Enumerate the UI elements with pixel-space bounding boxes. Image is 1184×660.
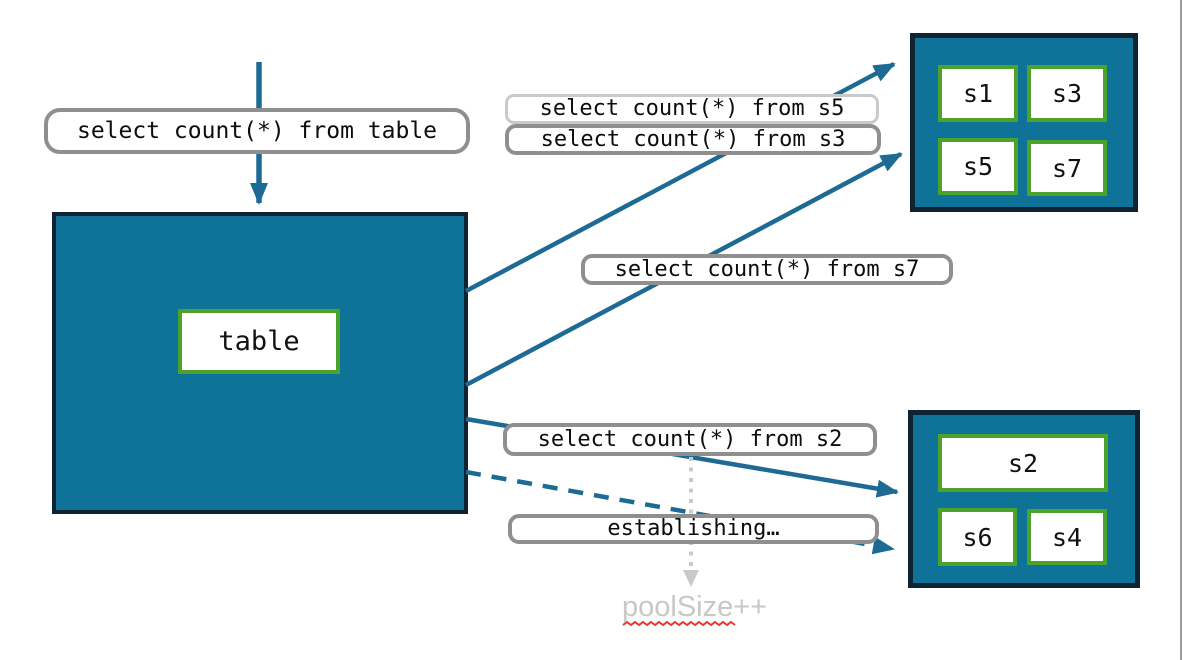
query-text: select count(*) from table: [76, 117, 438, 144]
shard-cell-s2: s2: [938, 434, 1108, 492]
shard-label: s1: [962, 79, 994, 108]
table-cell: table: [178, 309, 340, 374]
query-label-from-table: select count(*) from table: [44, 108, 470, 154]
shard-cell-s5: s5: [938, 138, 1018, 195]
shard-label: s6: [962, 522, 993, 552]
shard-label: s7: [1051, 153, 1083, 183]
poolsize-annotation: poolSize++: [622, 591, 768, 623]
shard-cell-s3: s3: [1027, 65, 1107, 122]
shard-cell-s6: s6: [938, 508, 1017, 566]
shard-label: s3: [1051, 79, 1083, 108]
label-establishing: establishing…: [508, 514, 879, 544]
shard-cell-s4: s4: [1027, 509, 1107, 565]
query-text: select count(*) from s2: [537, 426, 843, 452]
query-text: select count(*) from s7: [614, 256, 920, 282]
shard-cell-s1: s1: [938, 65, 1018, 122]
shard-label: s2: [1007, 448, 1039, 478]
query-label-from-s3: select count(*) from s3: [505, 124, 881, 155]
shard-label: s4: [1051, 522, 1083, 552]
table-cell-label: table: [218, 326, 300, 357]
query-text: select count(*) from s5: [539, 96, 845, 121]
query-text: select count(*) from s3: [540, 126, 846, 152]
poolsize-arrowhead: [683, 570, 699, 587]
query-label-from-s7: select count(*) from s7: [581, 254, 953, 285]
slide-edge-line: [1180, 0, 1182, 660]
shard-cell-s7: s7: [1027, 140, 1107, 196]
query-label-from-s2: select count(*) from s2: [503, 423, 877, 456]
shard-label: s5: [962, 152, 994, 181]
query-text: establishing…: [607, 516, 780, 541]
query-label-from-s5: select count(*) from s5: [505, 94, 879, 124]
